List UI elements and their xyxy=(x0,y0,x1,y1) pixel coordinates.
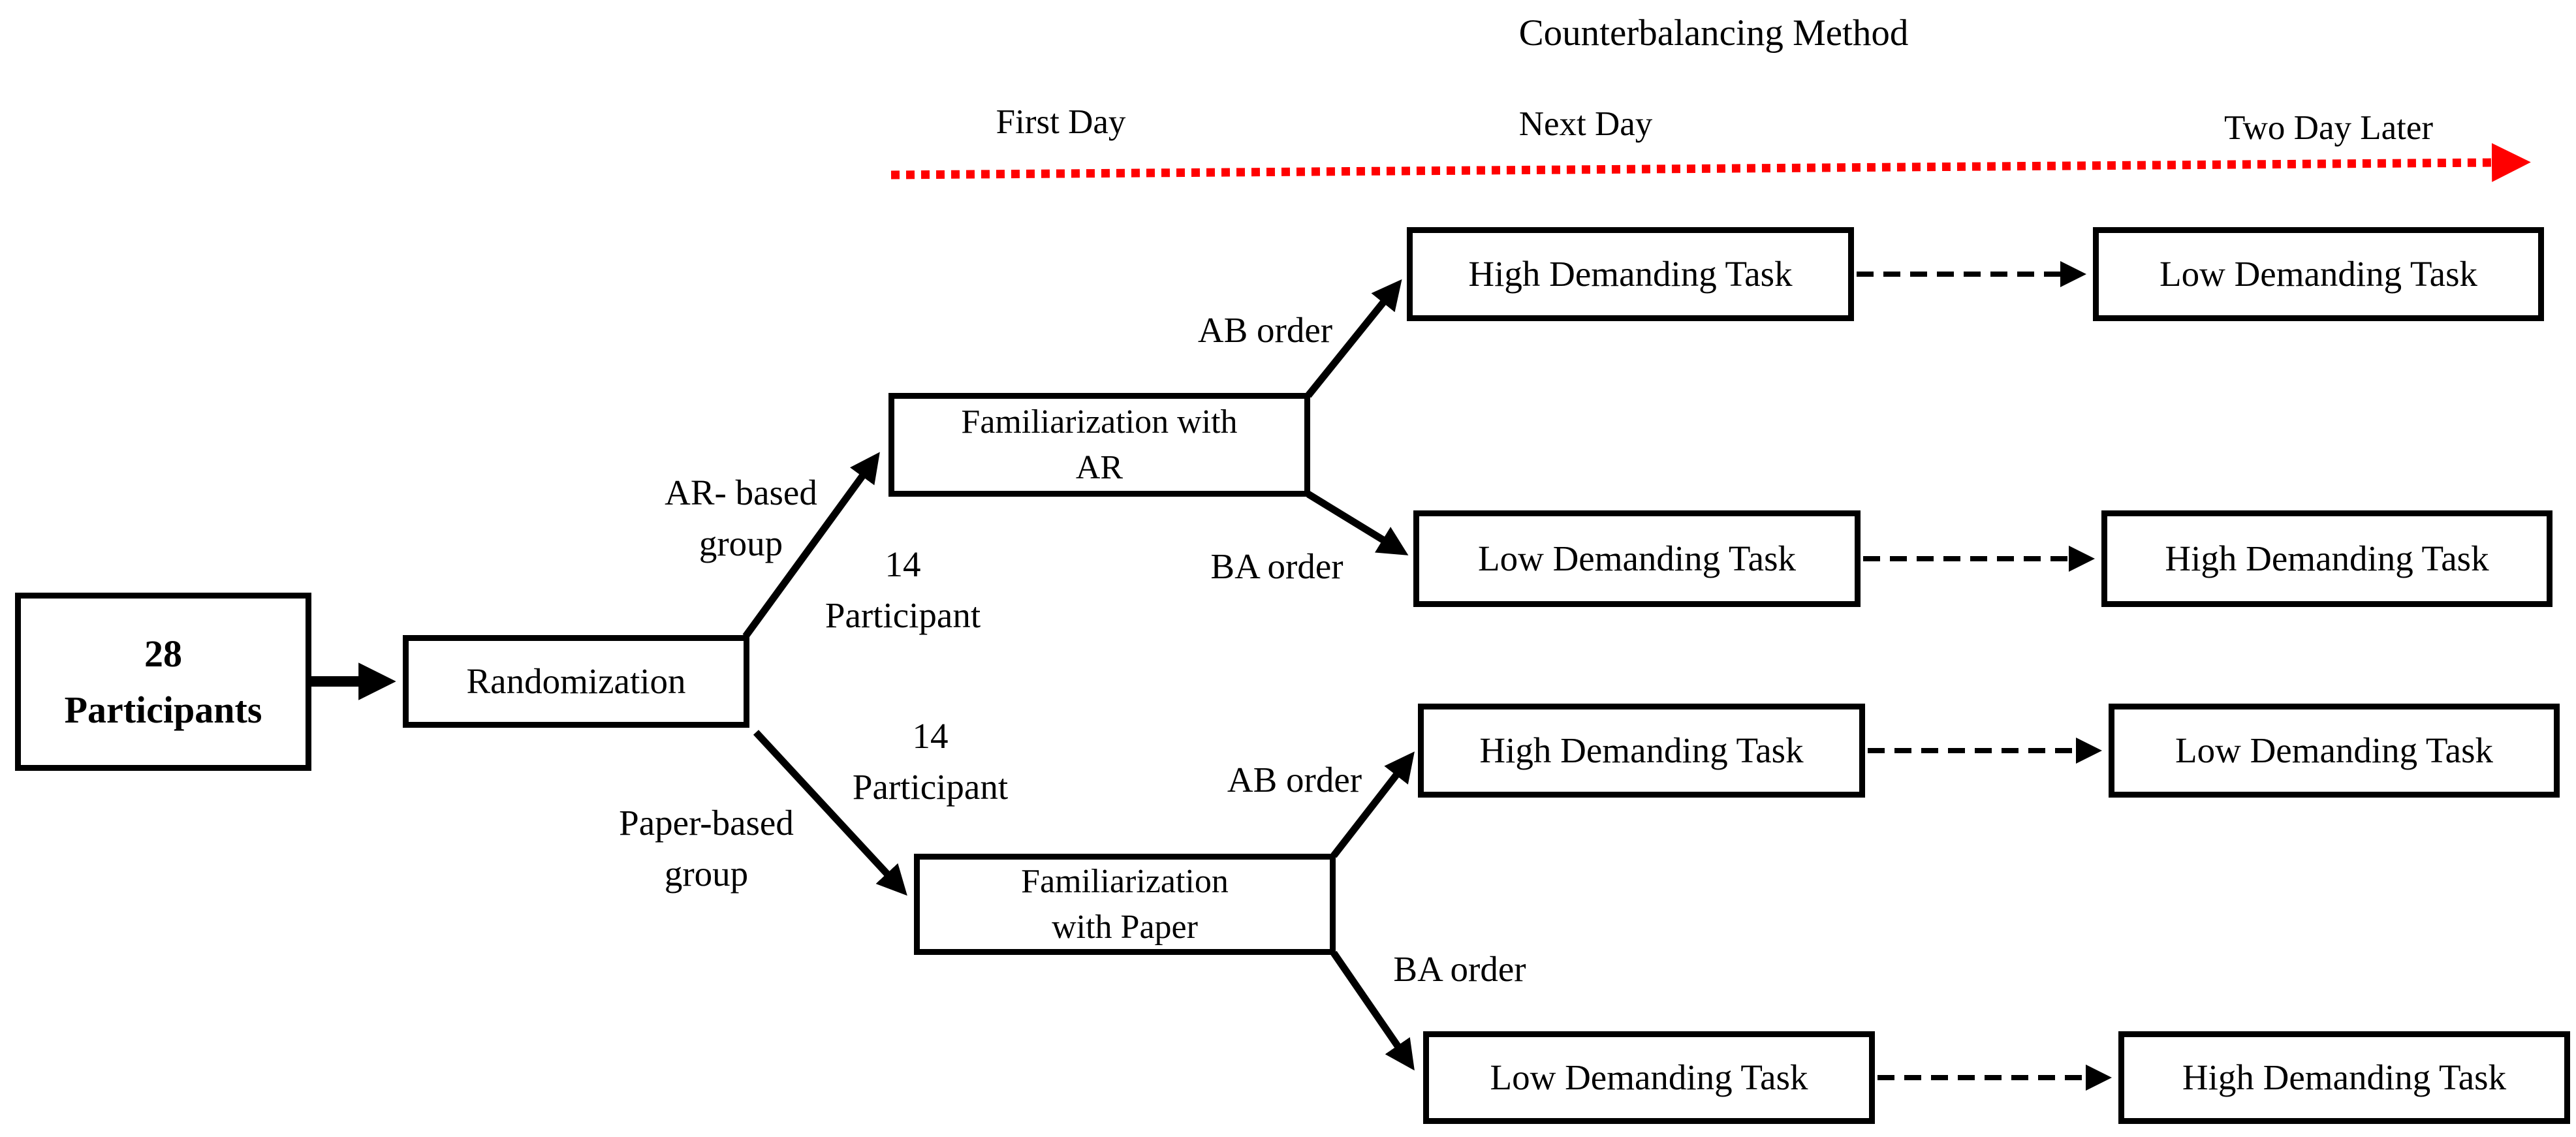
label-paper-group-line1: Paper-based xyxy=(619,803,794,843)
stage-label-first-day: First Day xyxy=(996,103,1126,141)
arrow-paper-ab-order xyxy=(1330,751,1415,858)
label-paper-participant-count: 14 Participant xyxy=(853,711,1008,813)
label-ar-participant-count-line1: 14 xyxy=(885,544,921,584)
label-ab-order-top: AB order xyxy=(1197,310,1333,350)
node-ar-ba-day1: Low Demanding Task xyxy=(1413,510,1861,607)
node-ar-ab-day2: Low Demanding Task xyxy=(2093,227,2544,321)
label-paper-group-line2: group xyxy=(664,854,749,894)
label-paper-group: Paper-based group xyxy=(619,798,794,899)
arrow-ar-ab-order xyxy=(1305,279,1402,398)
node-randomization: Randomization xyxy=(403,635,749,728)
node-ar-ab-day1-label: High Demanding Task xyxy=(1468,254,1793,294)
node-randomization-label: Randomization xyxy=(466,661,686,701)
node-paper-ba-day1: Low Demanding Task xyxy=(1423,1031,1875,1124)
label-ba-order-top: BA order xyxy=(1210,546,1343,586)
arrow-randomization-to-paper-group xyxy=(753,730,907,896)
node-familiarization-paper: Familiarization with Paper xyxy=(914,854,1336,955)
node-participants: 28 Participants xyxy=(15,593,311,771)
node-ar-ba-day2: High Demanding Task xyxy=(2101,510,2552,607)
label-ab-order-bottom: AB order xyxy=(1227,760,1362,800)
node-familiarization-ar: Familiarization with AR xyxy=(888,393,1310,497)
node-paper-ab-day2-label: Low Demanding Task xyxy=(2175,730,2493,770)
node-participants-line1: 28 xyxy=(144,632,182,675)
label-ar-group-line1: AR- based xyxy=(665,473,817,512)
node-ar-ab-day2-label: Low Demanding Task xyxy=(2160,254,2477,294)
arrow-ar-ba-order xyxy=(1306,491,1409,555)
stage-label-two-day-later: Two Day Later xyxy=(2223,109,2434,147)
node-paper-ab-day1-label: High Demanding Task xyxy=(1479,730,1804,770)
node-familiarization-paper-line2: with Paper xyxy=(1052,908,1198,946)
node-participants-line2: Participants xyxy=(64,688,262,731)
diagram-title: Counterbalancing Method xyxy=(1518,12,1909,54)
node-paper-ba-day1-label: Low Demanding Task xyxy=(1490,1057,1808,1097)
node-paper-ba-day2-label: High Demanding Task xyxy=(2182,1057,2507,1097)
node-paper-ab-day2: Low Demanding Task xyxy=(2109,704,2560,798)
label-ar-group: AR- based group xyxy=(665,467,817,569)
label-ar-group-line2: group xyxy=(699,523,783,563)
node-familiarization-paper-line1: Familiarization xyxy=(1021,862,1229,900)
node-paper-ab-day1: High Demanding Task xyxy=(1418,704,1865,798)
node-ar-ba-day2-label: High Demanding Task xyxy=(2165,538,2489,578)
arrow-randomization-to-ar-group xyxy=(742,452,880,639)
node-familiarization-ar-line2: AR xyxy=(1075,448,1123,486)
node-ar-ab-day1: High Demanding Task xyxy=(1407,227,1854,321)
label-paper-participant-count-line1: 14 xyxy=(912,716,949,756)
arrow-paper-ba-order xyxy=(1330,950,1415,1071)
label-paper-participant-count-line2: Participant xyxy=(852,767,1009,807)
node-paper-ba-day2: High Demanding Task xyxy=(2118,1031,2570,1124)
stage-label-next-day: Next Day xyxy=(1518,105,1653,143)
label-ar-participant-count: 14 Participant xyxy=(825,539,981,641)
node-familiarization-ar-line1: Familiarization with xyxy=(961,403,1238,441)
node-ar-ba-day1-label: Low Demanding Task xyxy=(1478,538,1796,578)
label-ar-participant-count-line2: Participant xyxy=(825,595,981,635)
label-ba-order-bottom: BA order xyxy=(1393,949,1526,989)
timeline-dotted-arrow xyxy=(890,143,2531,182)
